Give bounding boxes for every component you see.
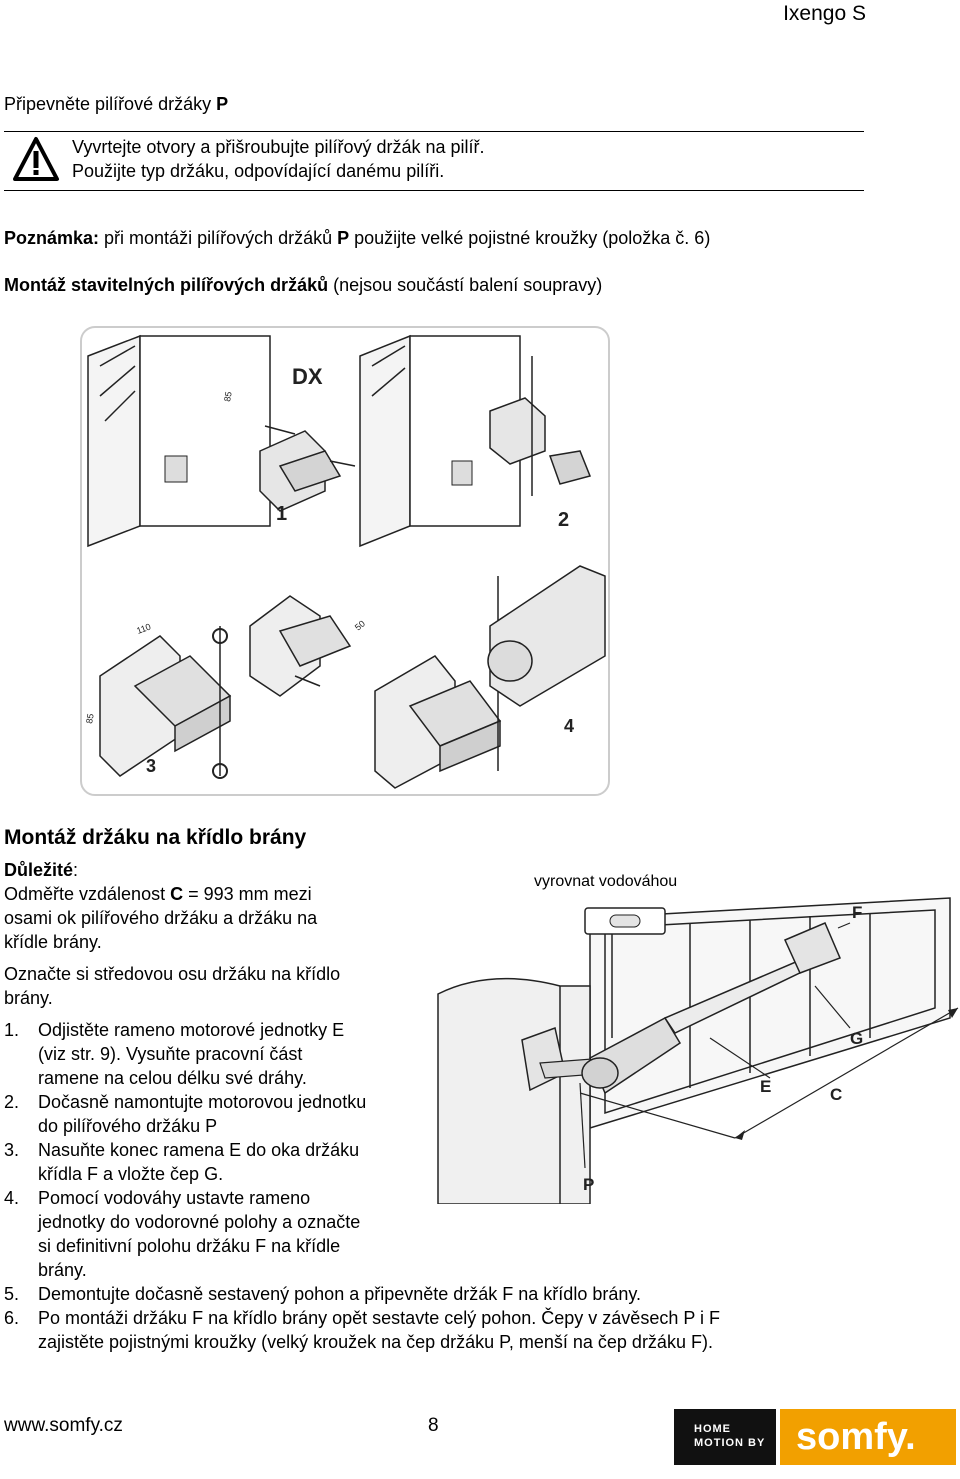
section-title-gate-bracket: Montáž držáku na křídlo brány [4, 826, 307, 849]
step-text-line: jednotky do vodorovné polohy a označte [38, 1212, 361, 1232]
motor-unit [487, 565, 606, 707]
step-number: 1. [4, 1020, 20, 1040]
warning-bottom-rule [4, 190, 864, 191]
section-title-pillar-brackets: Připevněte pilířové držáky P [4, 94, 229, 114]
level-caption: vyrovnat vodováhou [534, 873, 677, 890]
svg-text:E: E [760, 1077, 771, 1096]
pillar-2 [359, 334, 521, 548]
step-number: 2. [4, 1092, 20, 1112]
measure-line1: Odměřte vzdálenost C = 993 mm mezi [4, 884, 312, 904]
step-text-line: Po montáži držáku F na křídlo brány opět… [38, 1308, 721, 1328]
svg-text:F: F [852, 903, 862, 922]
motor-unit-e [581, 947, 832, 1095]
pillar-1 [87, 334, 271, 548]
footer-website[interactable]: www.somfy.cz [4, 1415, 123, 1436]
step-text-line: Nasuňte konec ramena E do oka držáku [38, 1140, 360, 1160]
svg-text:50: 50 [353, 618, 367, 632]
step-text-line: křídla F a vložte čep G. [38, 1164, 224, 1184]
svg-text:85: 85 [222, 391, 234, 403]
nut-bottom [212, 763, 228, 779]
svg-text:DX: DX [292, 364, 323, 389]
warning-text-line2: Použijte typ držáku, odpovídající danému… [72, 161, 445, 181]
svg-text:P: P [583, 1175, 594, 1194]
mark-line2: brány. [4, 988, 53, 1008]
page-number: 8 [428, 1415, 439, 1436]
step-text-line: Demontujte dočasně sestavený pohon a při… [38, 1284, 642, 1304]
svg-text:85: 85 [84, 713, 96, 725]
somfy-logo: somfy. [780, 1409, 956, 1465]
gate-bracket-figure: vyrovnat vodováhou F G E C P [437, 873, 959, 1204]
dimension-c-line [579, 1092, 736, 1139]
hinge-plate-2 [451, 460, 473, 486]
step-text-line: do pilířového držáku P [38, 1116, 218, 1136]
svg-text:C: C [830, 1085, 842, 1104]
important-label: Důležité: [4, 860, 79, 880]
measure-line2: osami ok pilířového držáku a držáku na [4, 908, 318, 928]
bracket-1 [259, 425, 356, 512]
hinge-plate-1 [164, 455, 188, 483]
pillar-bracket-figure: DX 1 2 3 4 85 110 85 50 [80, 326, 610, 796]
washer-top [212, 628, 228, 644]
bracket-2 [489, 356, 592, 496]
step-text-line: si definitivní polohu držáku F na křídle [38, 1236, 341, 1256]
step-text-line: brány. [38, 1260, 87, 1280]
measure-line3: křídle brány. [4, 932, 102, 952]
spirit-level-bubble [609, 914, 641, 928]
product-name: Ixengo S [783, 2, 866, 25]
step-text-line: Odjistěte rameno motorové jednotky E [38, 1020, 345, 1040]
bracket-slide [249, 595, 352, 697]
warning-icon [13, 137, 59, 181]
svg-text:3: 3 [146, 756, 156, 776]
adjustable-brackets-heading: Montáž stavitelných pilířových držáků (n… [4, 275, 603, 295]
home-motion-logo: HOME MOTION BY [674, 1409, 776, 1465]
gate-bracket-f [783, 922, 841, 974]
step-text-line: ramene na celou délku své dráhy. [38, 1068, 307, 1088]
step-text-line: (viz str. 9). Vysuňte pracovní část [38, 1044, 303, 1064]
bracket-4 [374, 576, 502, 789]
step-number: 4. [4, 1188, 20, 1208]
svg-text:4: 4 [564, 716, 574, 736]
step-number: 3. [4, 1140, 20, 1160]
svg-text:1: 1 [276, 503, 287, 525]
pillar [437, 977, 591, 1204]
step-text-line: Pomocí vodováhy ustavte rameno [38, 1188, 311, 1208]
step-number: 6. [4, 1308, 20, 1328]
warning-text-line1: Vyvrtejte otvory a přišroubujte pilířový… [72, 137, 485, 157]
svg-text:110: 110 [135, 622, 152, 636]
warning-top-rule [4, 131, 864, 132]
mark-line1: Označte si středovou osu držáku na křídl… [4, 964, 341, 984]
bracket-3 [99, 626, 232, 777]
svg-text:G: G [850, 1029, 863, 1048]
step-number: 5. [4, 1284, 20, 1304]
step-text-line: Dočasně namontujte motorovou jednotku [38, 1092, 367, 1112]
svg-text:2: 2 [558, 509, 569, 531]
step-text-line: zajistěte pojistnými kroužky (velký krou… [38, 1332, 713, 1352]
note: Poznámka: při montáži pilířových držáků … [4, 228, 711, 248]
